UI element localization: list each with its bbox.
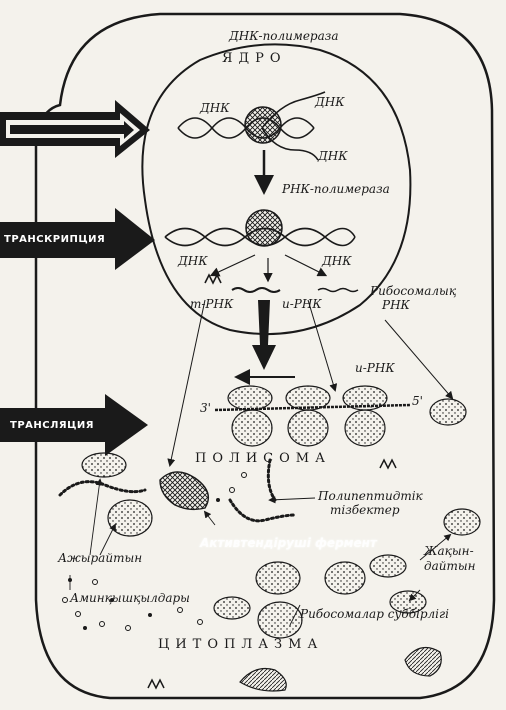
amino-acids	[62, 472, 247, 631]
t-rna-label: т-РНК	[190, 297, 234, 311]
export-arrow	[252, 300, 276, 370]
trna-to-enzyme-line	[167, 299, 206, 467]
ribosome-large	[285, 385, 331, 411]
ribosome-large	[342, 385, 388, 411]
left-arrow-1	[0, 100, 150, 158]
arrow-to-rrna	[284, 254, 328, 277]
polysome-ribosomes	[227, 385, 388, 447]
trna-squiggle-polysome	[379, 458, 397, 470]
polypeptide-pointer	[268, 496, 316, 504]
translation-label: ТРАНСЛЯЦИЯ	[10, 420, 94, 431]
approaching-label-1: Жақын-	[424, 544, 474, 558]
ribosome-small	[287, 409, 329, 447]
subunit-hatched-1	[239, 667, 287, 692]
dna-polymerase-label: ДНК-полимераза	[229, 29, 339, 43]
dna-label-left-top: ДНК	[200, 101, 230, 115]
transcription-label: ТРАНСКРИПЦИЯ	[4, 234, 106, 245]
irna-to-polysome-line	[307, 299, 338, 392]
free-ribosome	[429, 398, 467, 426]
activating-enzyme	[159, 471, 209, 511]
amino-acids-label: Аминқышқылдары	[70, 591, 190, 605]
subunit-pointer	[289, 604, 301, 626]
approaching-label-2: дайтын	[424, 559, 476, 573]
translation-arrow	[0, 394, 148, 456]
dna-label-left-mid: ДНК	[178, 254, 208, 268]
transcription-arrow	[0, 208, 155, 270]
cell-membrane	[34, 12, 496, 700]
dna-polymerase-enzyme	[244, 106, 282, 144]
ribosome-small	[344, 409, 386, 447]
rna-polymerase-label: РНК-полимераза	[282, 182, 390, 196]
enzyme-watermark-pointer	[203, 510, 216, 526]
rrna-to-ribosome-line	[384, 319, 454, 400]
nucleus-membrane	[141, 43, 412, 336]
polypeptide-label-2: тізбектер	[330, 503, 400, 517]
nucleus-title: ЯДРО	[222, 51, 287, 66]
approaching-pointer-2	[408, 589, 421, 602]
end3-label: 3'	[200, 401, 211, 415]
dna-label-right-mid: ДНК	[322, 254, 352, 268]
polypeptide-label-1: Полипептидтік	[318, 489, 423, 503]
end5-label: 5'	[412, 394, 423, 408]
dna-label-right-lower: ДНК	[318, 149, 348, 163]
approaching-pointer	[419, 533, 452, 561]
r-rna-strand	[317, 287, 359, 293]
ribosome-subunits-label: Рибосомалар суббірлігі	[300, 607, 449, 621]
ribosomal-rna-label-1: Рибосомалық	[370, 284, 457, 298]
ribosomal-rna-label-2: РНК	[382, 298, 410, 312]
polysome-label: ПОЛИСОМА	[195, 451, 331, 466]
t-rna-squiggle	[204, 273, 222, 285]
i-rna-label: и-РНК	[282, 297, 322, 311]
dna-label-right-top: ДНК	[315, 95, 345, 109]
ribosome-small	[231, 409, 273, 447]
activating-enzyme-watermark: Активтендіруші фермент	[200, 536, 377, 550]
rna-polymerase-enzyme	[245, 209, 283, 247]
i-rna-strand	[231, 287, 281, 293]
cytoplasm-label: ЦИТОПЛАЗМА	[158, 637, 324, 652]
splitting-pointer-2	[99, 523, 116, 556]
subunit-hatched-2	[404, 646, 442, 677]
i-rna-top-label: и-РНК	[355, 361, 395, 375]
trna-squiggle-bottom	[147, 678, 165, 690]
splitting-label: Ажырайтын	[58, 551, 143, 565]
splitting-pointer	[89, 478, 103, 556]
ribosome-large	[227, 385, 273, 411]
cytoplasm-blobs	[81, 452, 481, 639]
arrow-to-trna	[209, 254, 256, 277]
